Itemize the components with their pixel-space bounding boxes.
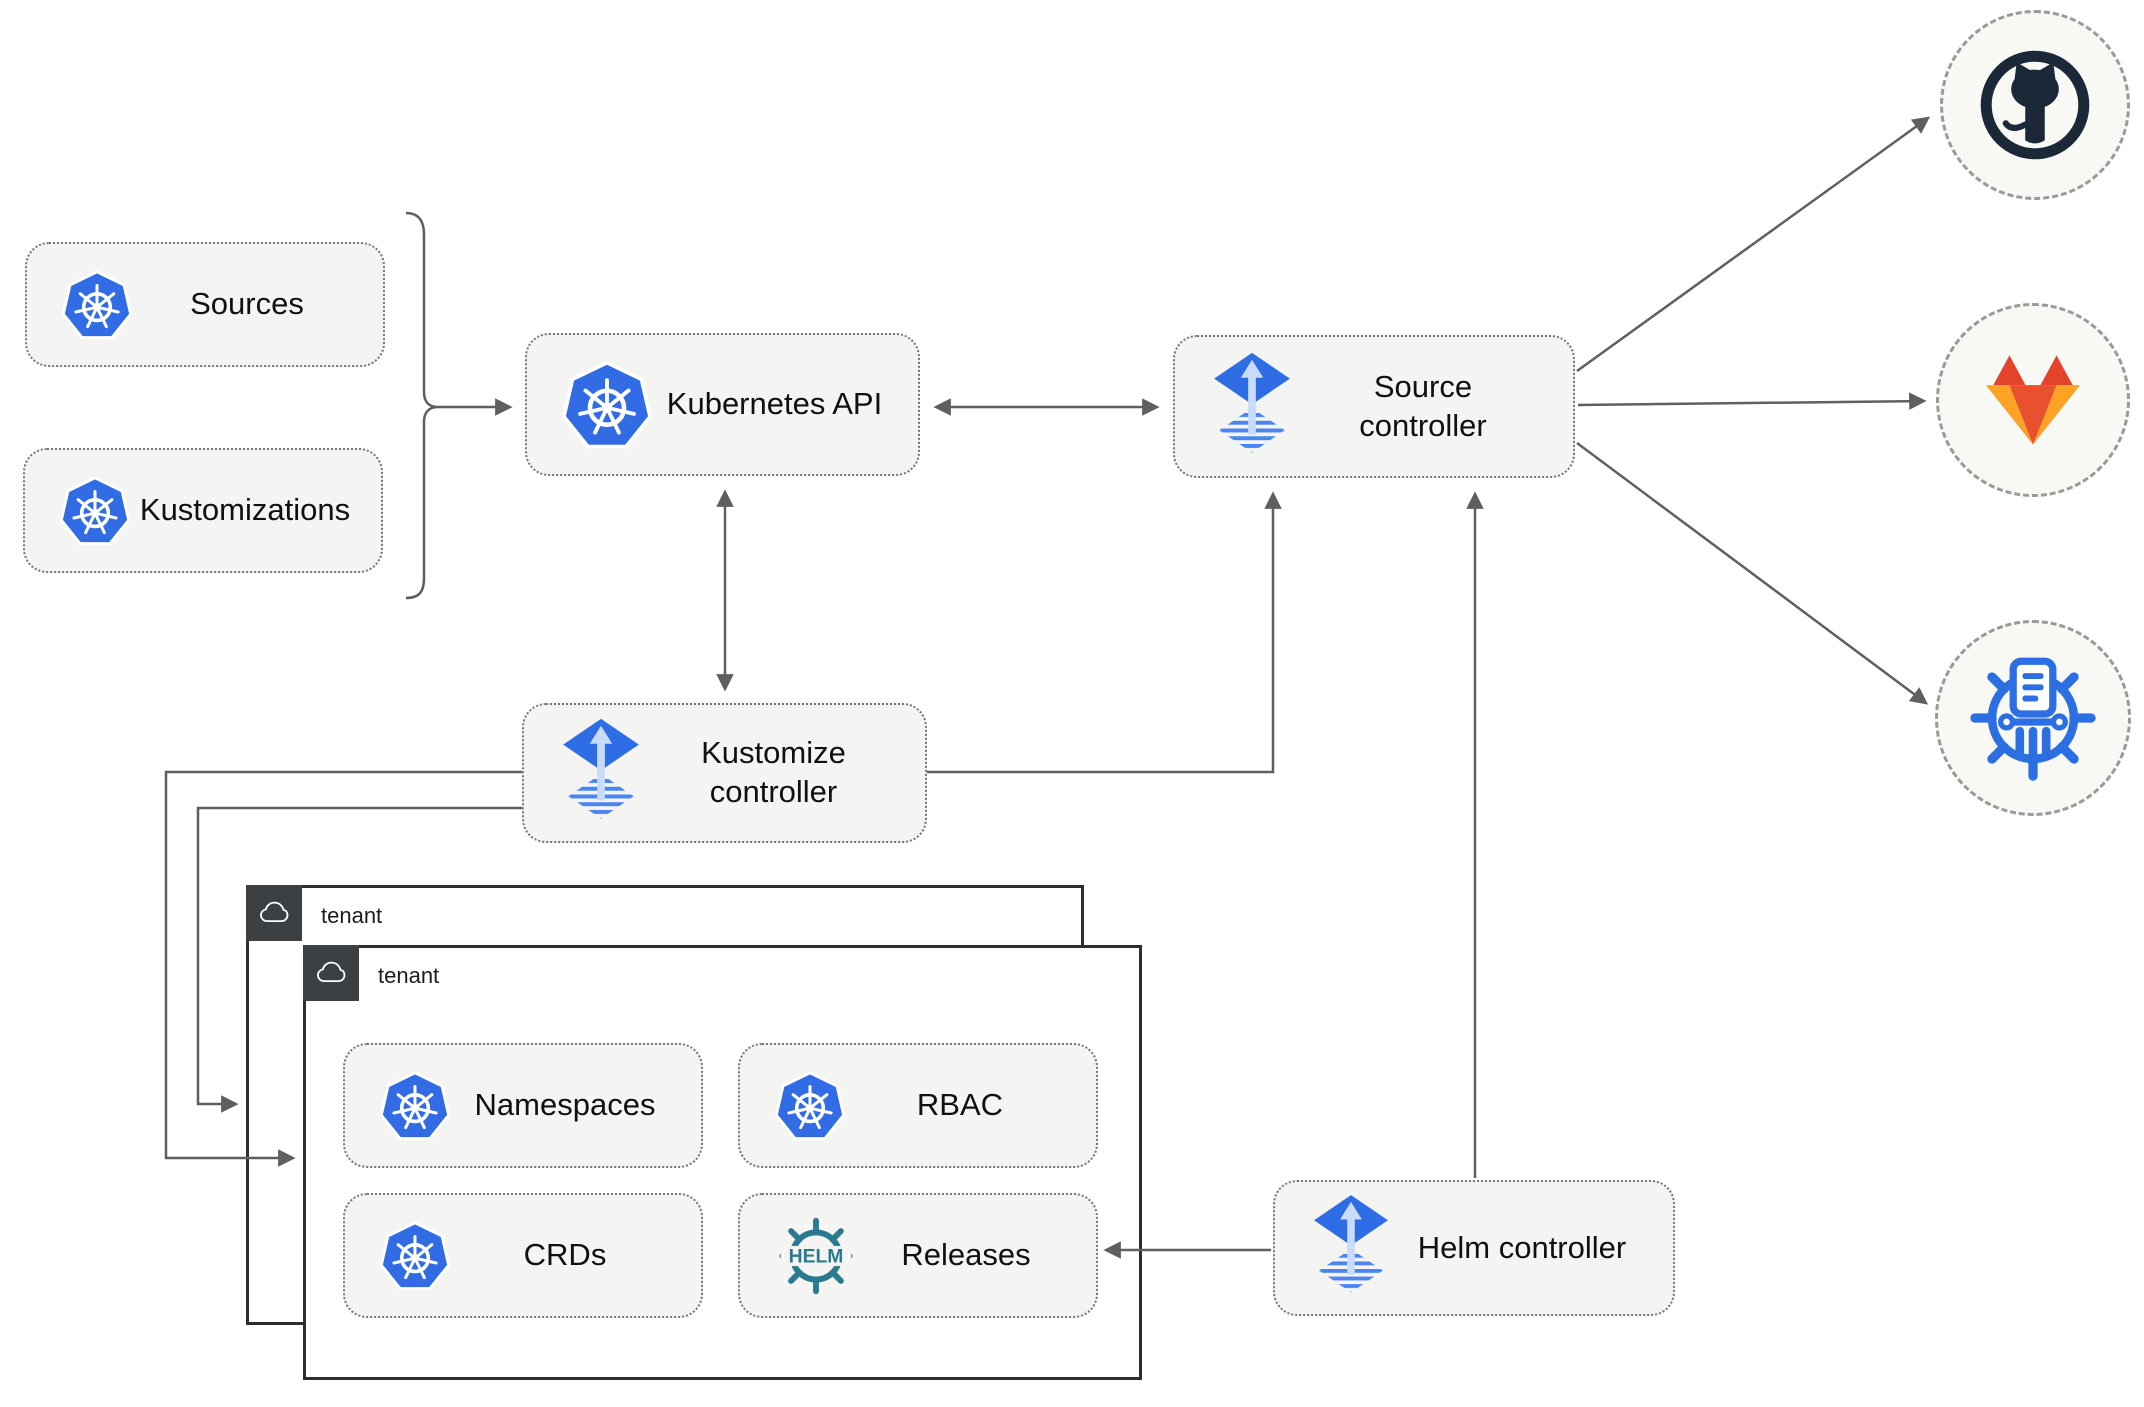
arrow-source-chartmuseum: [1576, 441, 1929, 705]
kubernetes-icon: [59, 475, 131, 547]
tenant-header: [246, 885, 302, 941]
tenant-header: [303, 945, 359, 1001]
gitlab-icon: [1971, 338, 2095, 462]
kustomize-controller-node: Kustomize controller: [522, 703, 927, 843]
arrow-source-gitlab: [1577, 392, 1927, 410]
kubernetes-icon: [379, 1070, 451, 1142]
crds-label: CRDs: [523, 1237, 607, 1273]
namespaces-node: Namespaces: [343, 1043, 703, 1168]
chartmuseum-repository: [1935, 620, 2131, 816]
flux-icon: [1209, 351, 1295, 463]
namespaces-label: Namespaces: [474, 1087, 656, 1123]
cloud-icon: [313, 955, 349, 991]
sources-node: Sources: [25, 242, 385, 367]
releases-node: HELM Releases: [738, 1193, 1098, 1318]
tenant-box-front: tenant Namespaces RBAC CRDs: [303, 945, 1142, 1380]
flux-icon: [1309, 1193, 1393, 1303]
kustomizations-label: Kustomizations: [139, 492, 351, 528]
arrow-kustomize-source: [927, 491, 1282, 774]
gitlab-repository: [1936, 303, 2130, 497]
source-controller-label: Source controller: [1359, 368, 1487, 443]
brace-sources-group: [405, 211, 439, 600]
rbac-node: RBAC: [738, 1043, 1098, 1168]
sources-label: Sources: [190, 286, 304, 322]
cloud-icon: [256, 895, 292, 931]
kustomize-controller-label: Kustomize controller: [701, 735, 846, 809]
arrow-source-github: [1576, 116, 1931, 373]
source-controller-node: Source controller: [1173, 335, 1575, 478]
kubernetes-icon: [774, 1070, 846, 1142]
chartmuseum-icon: [1967, 652, 2099, 784]
kubernetes-api-node: Kubernetes API: [525, 333, 920, 476]
releases-label: Releases: [901, 1237, 1031, 1273]
tenant-label: tenant: [321, 903, 383, 928]
crds-node: CRDs: [343, 1193, 703, 1318]
helm-icon: HELM: [774, 1214, 858, 1298]
tenant-label: tenant: [378, 963, 440, 988]
kubernetes-api-label: Kubernetes API: [666, 386, 883, 422]
kubernetes-icon: [379, 1220, 451, 1292]
kustomizations-node: Kustomizations: [23, 448, 383, 573]
helm-wordmark: HELM: [789, 1246, 844, 1267]
kubernetes-icon: [61, 269, 133, 341]
flux-icon: [558, 717, 644, 829]
rbac-label: RBAC: [916, 1087, 1004, 1123]
github-repository: [1940, 10, 2130, 200]
helm-controller-label: Helm controller: [1417, 1229, 1627, 1265]
helm-controller-node: Helm controller: [1273, 1180, 1675, 1316]
kubernetes-icon: [561, 359, 653, 451]
github-icon: [1974, 44, 2096, 166]
